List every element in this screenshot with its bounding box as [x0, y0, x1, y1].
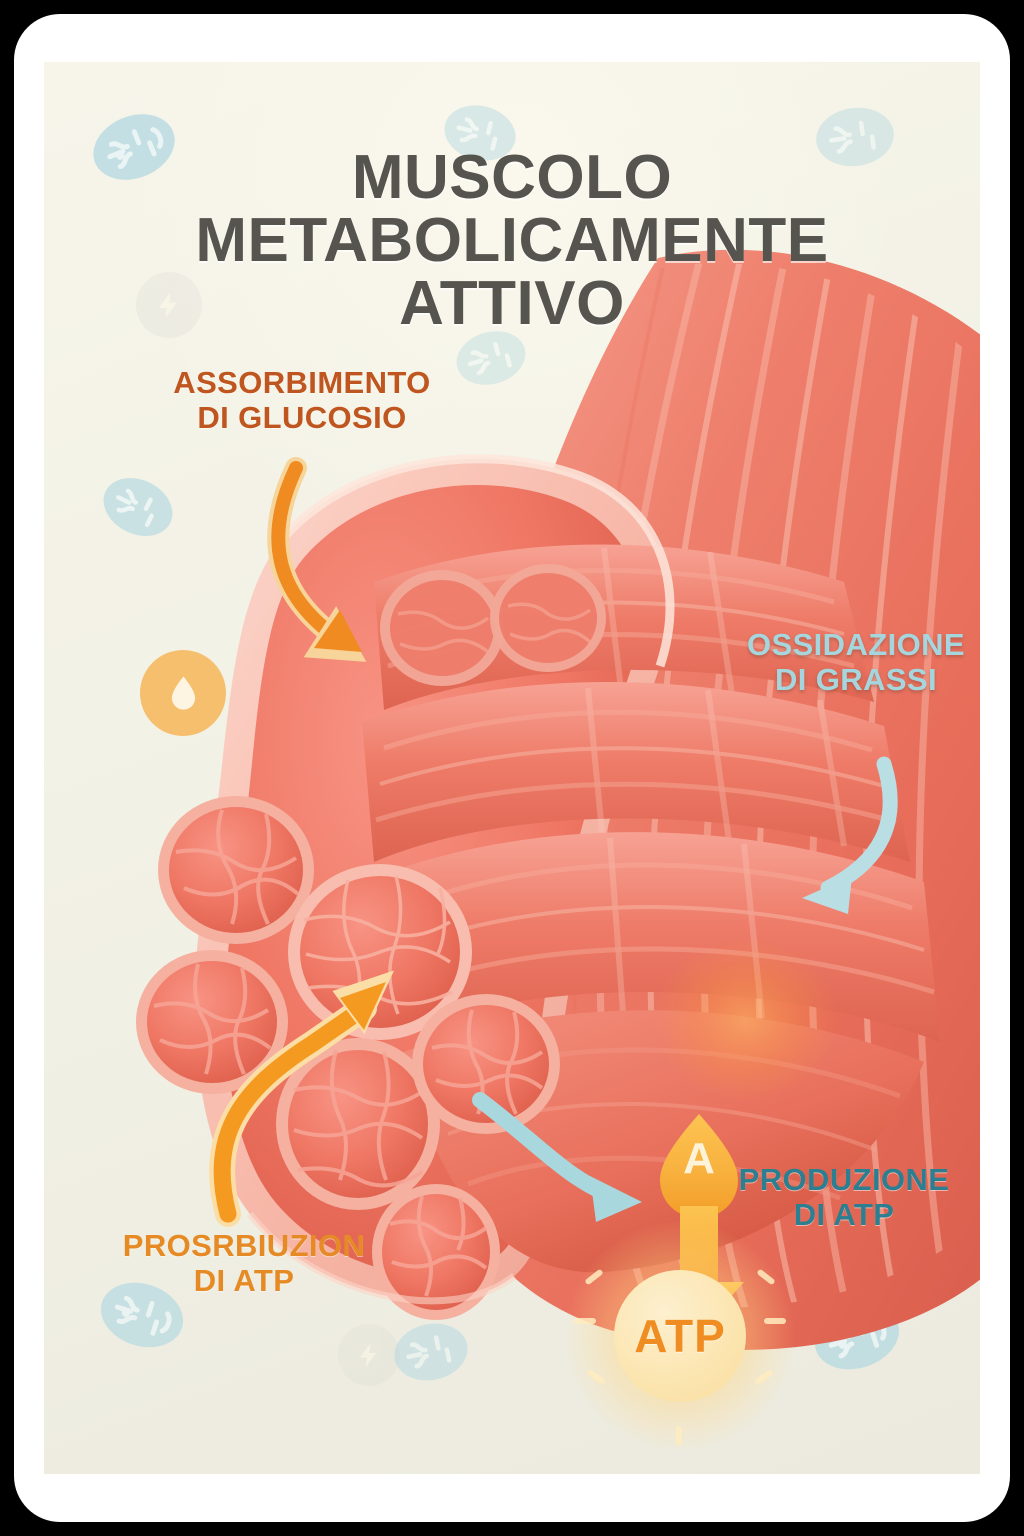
energy-glow: [654, 938, 838, 1102]
atp-production-arrow: [456, 1072, 656, 1242]
label-atp-distribution-line-1: PROSRBIUZION: [122, 1228, 366, 1263]
label-glucose-uptake: ASSORBIMENTO DI GLUCOSIO: [142, 365, 462, 436]
atp-label: ATP: [634, 1310, 726, 1362]
atp-badge: ATP: [566, 1222, 794, 1450]
label-atp-production: PRODUZIONE DI ATP: [704, 1162, 980, 1233]
sheath-rim: [247, 454, 675, 1305]
label-atp-production-line-2: DI ATP: [793, 1197, 895, 1233]
label-atp-production-line-1: PRODUZIONE: [738, 1162, 950, 1197]
label-glucose-line-1: ASSORBIMENTO: [173, 365, 431, 400]
page-title: MUSCOLO METABOLICAMENTE ATTIVO: [44, 142, 980, 338]
atp-ray: [676, 1426, 682, 1446]
label-fat-line-1: OSSIDAZIONE: [747, 627, 965, 662]
fascicle-cross-sections: [136, 564, 606, 1320]
title-line-3: ATTIVO: [399, 269, 625, 338]
label-fat-oxidation: OSSIDAZIONE DI GRASSI: [716, 627, 980, 698]
atp-ray: [764, 1318, 786, 1324]
title-line-1: MUSCOLO: [351, 142, 673, 212]
atp-distribution-arrow: [194, 922, 414, 1227]
atp-disc: [614, 1270, 746, 1402]
label-glucose-line-2: DI GLUCOSIO: [197, 400, 407, 436]
title-line-2: METABOLICAMENTE: [195, 205, 829, 275]
label-fat-line-2: DI GRASSI: [774, 662, 938, 698]
poster-canvas: A ATP MUSCOLO METABOLICAMENTE ATTIVO ASS…: [44, 62, 980, 1474]
glucose-uptake-arrow: [252, 454, 422, 684]
label-atp-distribution: PROSRBIUZION DI ATP: [84, 1228, 404, 1299]
label-atp-distribution-line-2: DI ATP: [193, 1263, 295, 1299]
atp-arrow-letter: A: [683, 1134, 715, 1183]
fat-oxidation-arrow: [766, 750, 916, 920]
atp-ray: [574, 1318, 596, 1324]
